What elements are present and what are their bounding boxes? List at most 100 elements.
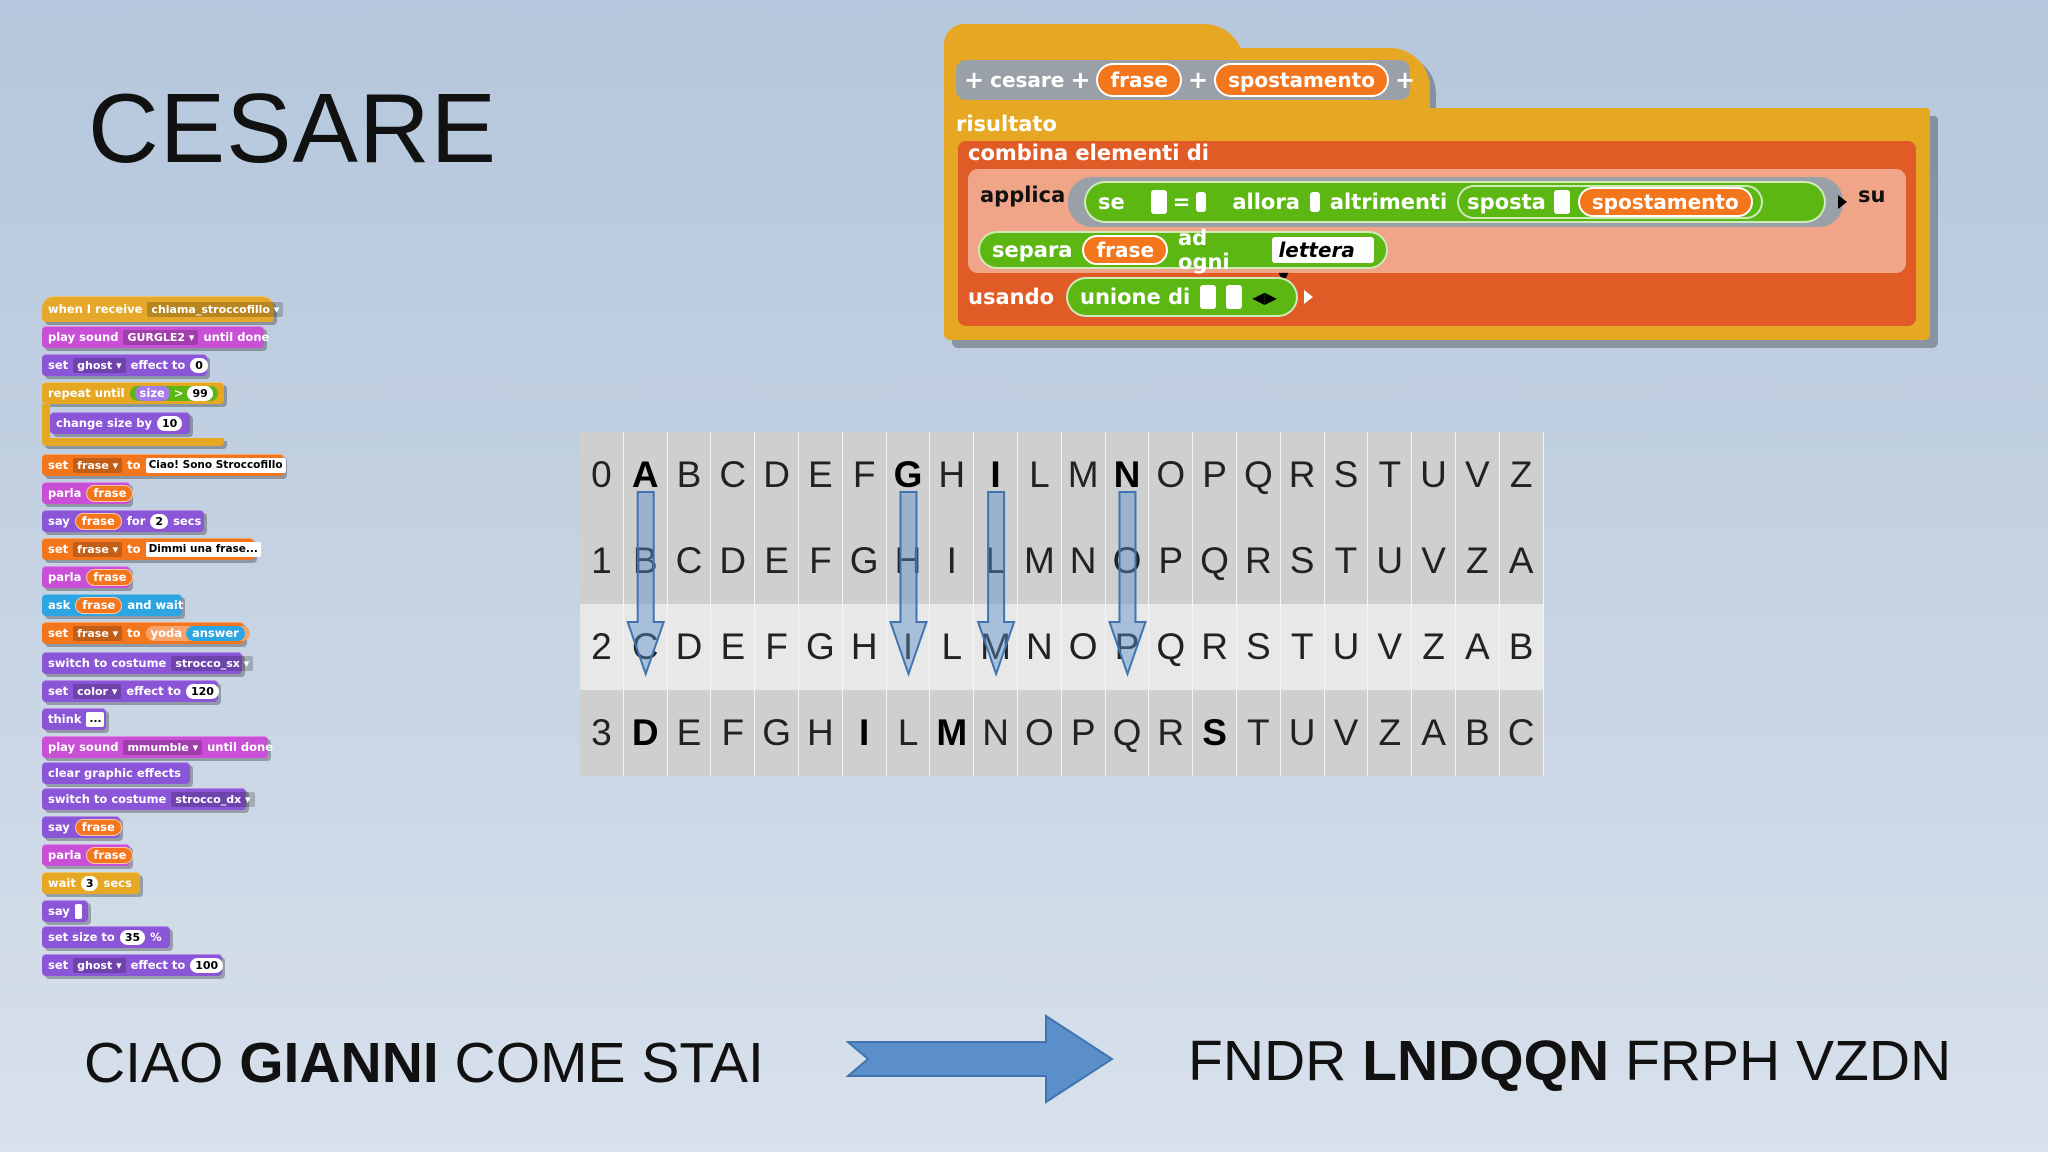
set-ghost-block[interactable]: set ghost effect to 0 [42,354,208,376]
effect-value-slot[interactable]: 0 [190,357,208,373]
frase-reporter[interactable]: frase [74,512,122,530]
plus-icon[interactable]: + [964,66,985,94]
set-frase-block-2[interactable]: set frase to Dimmi una frase... [42,538,261,560]
spostamento-reporter[interactable]: spostamento [1577,187,1753,217]
split-reporter[interactable]: separa frase ad ogni lettera ▾ [978,226,1388,288]
plain-text-before: CIAO [84,1031,240,1095]
effect-dropdown[interactable]: color [73,683,122,699]
equals-predicate[interactable]: = [1135,186,1223,218]
empty-slot[interactable] [1309,192,1320,212]
plus-icon[interactable]: + [1188,66,1209,94]
say-empty-block[interactable]: say [42,900,88,922]
letter-cell: H [799,690,843,776]
set-color-block[interactable]: set color effect to 120 [42,680,219,702]
switch-costume-block-2[interactable]: switch to costume strocco_dx [42,788,255,810]
variable-dropdown[interactable]: frase [73,541,123,557]
ask-and-wait-block[interactable]: ask frase and wait [42,594,183,616]
combine-label: combina elementi di [968,141,1209,165]
repeat-until-block[interactable]: repeat until size > 99 [42,382,224,404]
think-block[interactable]: think ... [42,708,106,730]
think-slot[interactable]: ... [86,711,105,727]
if-then-else-reporter[interactable]: se = allora altrimenti sposta spostament… [1084,181,1826,223]
play-sound-block[interactable]: play sound GURGLE2 until done [42,326,269,348]
size-reporter[interactable]: size [134,385,170,401]
frase-reporter[interactable]: frase [86,846,134,864]
set-size-block[interactable]: set size to 35 % [42,926,170,948]
empty-slot[interactable] [1196,192,1206,212]
compare-value-slot[interactable]: 99 [187,385,213,401]
arrow-right-icon[interactable] [1838,195,1847,209]
wait-block[interactable]: wait 3 secs [42,872,140,894]
clear-effects-block[interactable]: clear graphic effects [42,762,190,784]
greater-than-operator[interactable]: size > 99 [129,385,218,401]
message-dropdown[interactable]: chiama_stroccofillo [147,301,284,317]
plain-text: CIAO GIANNI COME STAI [84,1030,764,1096]
cesare-block-definition[interactable]: + cesare + frase + spostamento + risulta… [944,24,1944,354]
frase-reporter[interactable]: frase [86,568,134,586]
frase-reporter[interactable]: frase [1082,235,1169,265]
costume-dropdown[interactable]: strocco_sx [171,655,254,671]
frase-reporter[interactable]: frase [86,484,134,502]
variable-dropdown[interactable]: frase [73,457,123,473]
union-reporter[interactable]: unione di ◀▶ [1066,277,1298,317]
sound-dropdown[interactable]: GURGLE2 [123,329,199,345]
parla-block-3[interactable]: parla frase [42,844,134,866]
change-size-block[interactable]: change size by 10 [50,412,190,434]
switch-costume-block-1[interactable]: switch to costume strocco_sx [42,652,254,674]
effect-dropdown[interactable]: ghost [73,957,126,973]
play-sound-block-2[interactable]: play sound mmumble until done [42,736,273,758]
empty-slot[interactable] [1226,285,1243,309]
equals-label: = [1172,190,1191,214]
text-slot[interactable]: Dimmi una frase... [145,541,261,557]
frase-reporter[interactable]: frase [75,596,123,614]
parla-block-1[interactable]: parla frase [42,482,134,504]
empty-slot[interactable] [1151,190,1167,214]
sposta-reporter[interactable]: sposta spostamento [1457,185,1763,219]
letter-cell: E [755,518,799,604]
yoda-reporter[interactable]: yoda answer [145,625,250,641]
set-frase-block-1[interactable]: set frase to Ciao! Sono Stroccofillo [42,454,286,476]
effect-value-slot[interactable]: 100 [190,957,224,973]
script-body[interactable]: risultato combina elementi di applica se… [944,108,1930,340]
wait-slot[interactable]: 3 [80,875,99,891]
effect-value-slot[interactable]: 120 [186,683,219,699]
text-slot[interactable]: Ciao! Sono Stroccofillo [145,457,286,473]
set-ghost-block-2[interactable]: set ghost effect to 100 [42,954,224,976]
param-spostamento[interactable]: spostamento [1214,63,1389,97]
plus-icon[interactable]: + [1070,66,1091,94]
say-for-block[interactable]: say frase for 2 secs [42,510,204,532]
sound-dropdown[interactable]: mmumble [123,739,203,755]
say-block[interactable]: say frase [42,816,122,838]
plus-icon[interactable]: + [1394,66,1416,94]
param-frase[interactable]: frase [1096,63,1182,97]
say-label: say [48,904,70,918]
block-prototype[interactable]: + cesare + frase + spostamento + [956,60,1415,100]
secs-label: secs [173,514,202,528]
variable-dropdown[interactable]: frase [73,625,123,641]
combine-block[interactable]: combina elementi di applica se = allora … [958,141,1916,326]
secs-slot[interactable]: 2 [150,513,169,529]
map-block[interactable]: applica se = allora altrimenti sposta [968,169,1906,288]
change-size-slot[interactable]: 10 [157,415,183,431]
answer-reporter[interactable]: answer [185,625,245,641]
size-slot[interactable]: 35 [119,929,146,945]
arrows-icon[interactable]: ◀▶ [1252,287,1277,307]
letter-cell: Z [1500,432,1544,518]
letter-dropdown[interactable]: lettera ▾ [1272,237,1374,288]
empty-slot[interactable] [1553,190,1570,214]
empty-slot[interactable] [1200,285,1217,309]
frase-reporter[interactable]: frase [74,818,122,836]
costume-dropdown[interactable]: strocco_dx [171,791,255,807]
switch-costume-label: switch to costume [48,792,167,806]
row-index: 1 [580,518,624,604]
script-stack[interactable]: when I receive chiama_stroccofillo play … [42,296,302,986]
set-frase-block-3[interactable]: set frase to yoda answer [42,622,250,644]
parla-block-2[interactable]: parla frase [42,566,134,588]
when-receive-block[interactable]: when I receive chiama_stroccofillo [42,296,284,322]
letter-cell: U [1368,518,1413,604]
arrow-right-icon[interactable] [1304,290,1313,304]
effect-dropdown[interactable]: ghost [73,357,126,373]
letter-cell: I [930,518,975,604]
letter-cell: P [1193,432,1237,518]
say-slot[interactable] [74,903,82,919]
